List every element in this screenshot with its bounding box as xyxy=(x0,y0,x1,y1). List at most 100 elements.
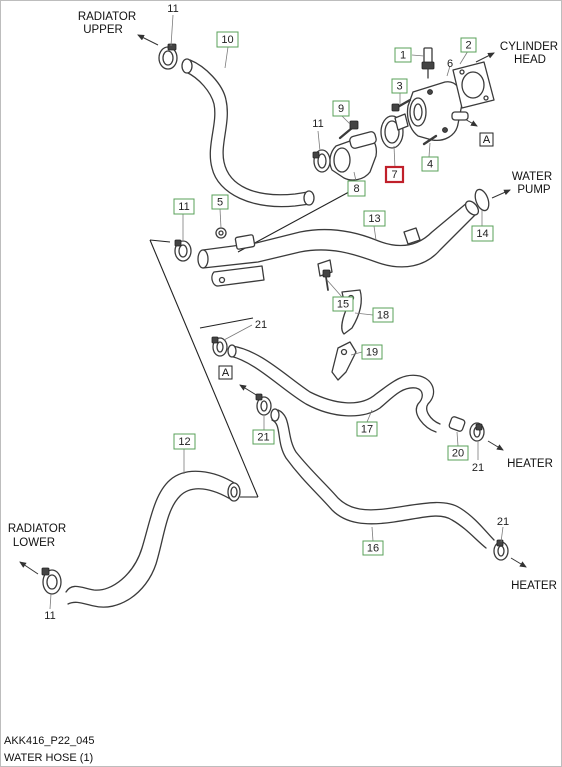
ref-marker-a-lower xyxy=(218,365,233,380)
heater-hose-17 xyxy=(227,344,441,433)
bracket-19 xyxy=(331,341,357,381)
water-pump-label-line1: WATER xyxy=(512,171,552,183)
callout-14: 14 xyxy=(471,225,494,242)
stud-4 xyxy=(422,134,438,146)
callout-1: 1 xyxy=(394,47,412,63)
svg-text:7: 7 xyxy=(391,169,397,181)
svg-text:19: 19 xyxy=(366,346,378,358)
hose-clamp-top xyxy=(158,43,178,70)
temperature-sensor xyxy=(421,47,435,79)
heater-upper-arrow xyxy=(487,440,504,451)
callout-4: 4 xyxy=(421,156,439,172)
radiator-upper-hose xyxy=(181,58,315,208)
hose-clamp-21-upper xyxy=(211,336,228,357)
radiator-upper-label-line1: RADIATOR xyxy=(78,11,136,23)
callout-6: 6 xyxy=(447,58,453,70)
callout-11-bottom: 11 xyxy=(44,610,55,622)
svg-text:1: 1 xyxy=(400,49,406,61)
callout-21-lower: 21 xyxy=(252,429,275,445)
svg-text:21: 21 xyxy=(497,516,509,528)
callout-3: 3 xyxy=(391,78,408,94)
bolt-15 xyxy=(322,269,331,291)
heater-lower-arrow xyxy=(510,557,527,568)
hose-clamp-21-lower xyxy=(255,393,272,416)
ref-marker-a-lower-text: A xyxy=(222,367,230,379)
thermostat xyxy=(380,113,409,149)
svg-text:8: 8 xyxy=(353,183,359,195)
callout-21-upper: 21 xyxy=(255,319,267,331)
svg-text:11: 11 xyxy=(44,610,55,622)
svg-text:21: 21 xyxy=(255,319,267,331)
svg-text:12: 12 xyxy=(178,436,190,448)
callout-11-left: 11 xyxy=(173,198,195,215)
o-ring xyxy=(474,188,490,212)
ref-marker-a-upper xyxy=(479,132,494,147)
thermostat-cover xyxy=(329,131,378,181)
svg-text:18: 18 xyxy=(377,309,389,321)
callout-8: 8 xyxy=(347,180,366,197)
gasket xyxy=(452,61,495,109)
cylinder-head-arrow xyxy=(475,52,495,63)
svg-text:5: 5 xyxy=(217,196,223,208)
callout-10: 10 xyxy=(216,31,239,48)
hose-clamp-thermostat xyxy=(312,149,331,173)
callout-13: 13 xyxy=(363,210,386,227)
diagram-code: AKK416_P22_045 xyxy=(4,735,95,747)
radiator-upper-arrow xyxy=(137,34,159,46)
callout-19: 19 xyxy=(361,344,383,360)
svg-text:16: 16 xyxy=(367,542,379,554)
heater-hose-16 xyxy=(270,408,495,549)
heater-label-lower: HEATER xyxy=(511,580,557,592)
ref-a-lower-arrow xyxy=(239,384,259,397)
svg-text:4: 4 xyxy=(427,158,433,170)
callout-20: 20 xyxy=(447,445,469,461)
svg-text:13: 13 xyxy=(368,213,380,225)
svg-text:6: 6 xyxy=(447,58,453,70)
svg-text:3: 3 xyxy=(396,80,402,92)
svg-text:11: 11 xyxy=(312,118,323,130)
svg-text:20: 20 xyxy=(452,447,464,459)
svg-text:21: 21 xyxy=(472,462,484,474)
diagram-caption: AKK416_P22_045 WATER HOSE (1) xyxy=(4,733,95,767)
nut-5 xyxy=(215,227,227,239)
svg-text:14: 14 xyxy=(476,228,488,240)
water-pump-label-line2: PUMP xyxy=(517,184,551,196)
callout-9: 9 xyxy=(332,100,350,117)
callout-17: 17 xyxy=(356,421,378,437)
hose-clamp-21-right xyxy=(469,422,485,442)
callout-7: 7 xyxy=(384,165,405,184)
water-pipe xyxy=(197,200,480,287)
detail-frame-outline xyxy=(149,185,361,498)
callout-11-top: 11 xyxy=(167,3,178,15)
svg-text:11: 11 xyxy=(178,201,189,213)
callout-12: 12 xyxy=(173,433,196,450)
hose-clamp-bottom xyxy=(41,567,62,595)
svg-text:15: 15 xyxy=(337,298,349,310)
bolt-9 xyxy=(338,120,359,140)
svg-text:9: 9 xyxy=(338,103,344,115)
radiator-lower-label-line1: RADIATOR xyxy=(8,523,66,535)
svg-text:11: 11 xyxy=(167,3,178,15)
callout-16: 16 xyxy=(362,540,384,556)
callout-11-mid: 11 xyxy=(312,118,323,130)
callout-18: 18 xyxy=(372,307,394,323)
water-pump-arrow xyxy=(491,189,511,199)
cylinder-head-label-line1: CYLINDER xyxy=(500,41,558,53)
radiator-lower-arrow xyxy=(19,561,39,575)
hose-clamp-21-heater xyxy=(493,539,509,561)
heater-label-upper: HEATER xyxy=(507,458,553,470)
callout-2: 2 xyxy=(460,37,477,53)
hose-clamp-left xyxy=(174,239,192,262)
diagram-title: WATER HOSE (1) xyxy=(4,752,94,764)
svg-text:17: 17 xyxy=(361,423,373,435)
callout-21-right: 21 xyxy=(472,462,484,474)
callout-15: 15 xyxy=(332,296,354,312)
radiator-lower-label-line2: LOWER xyxy=(13,537,55,549)
svg-text:21: 21 xyxy=(257,431,269,443)
callout-21-heater: 21 xyxy=(497,516,509,528)
svg-text:10: 10 xyxy=(221,34,233,46)
svg-text:2: 2 xyxy=(465,39,471,51)
leader-lines xyxy=(49,14,504,610)
